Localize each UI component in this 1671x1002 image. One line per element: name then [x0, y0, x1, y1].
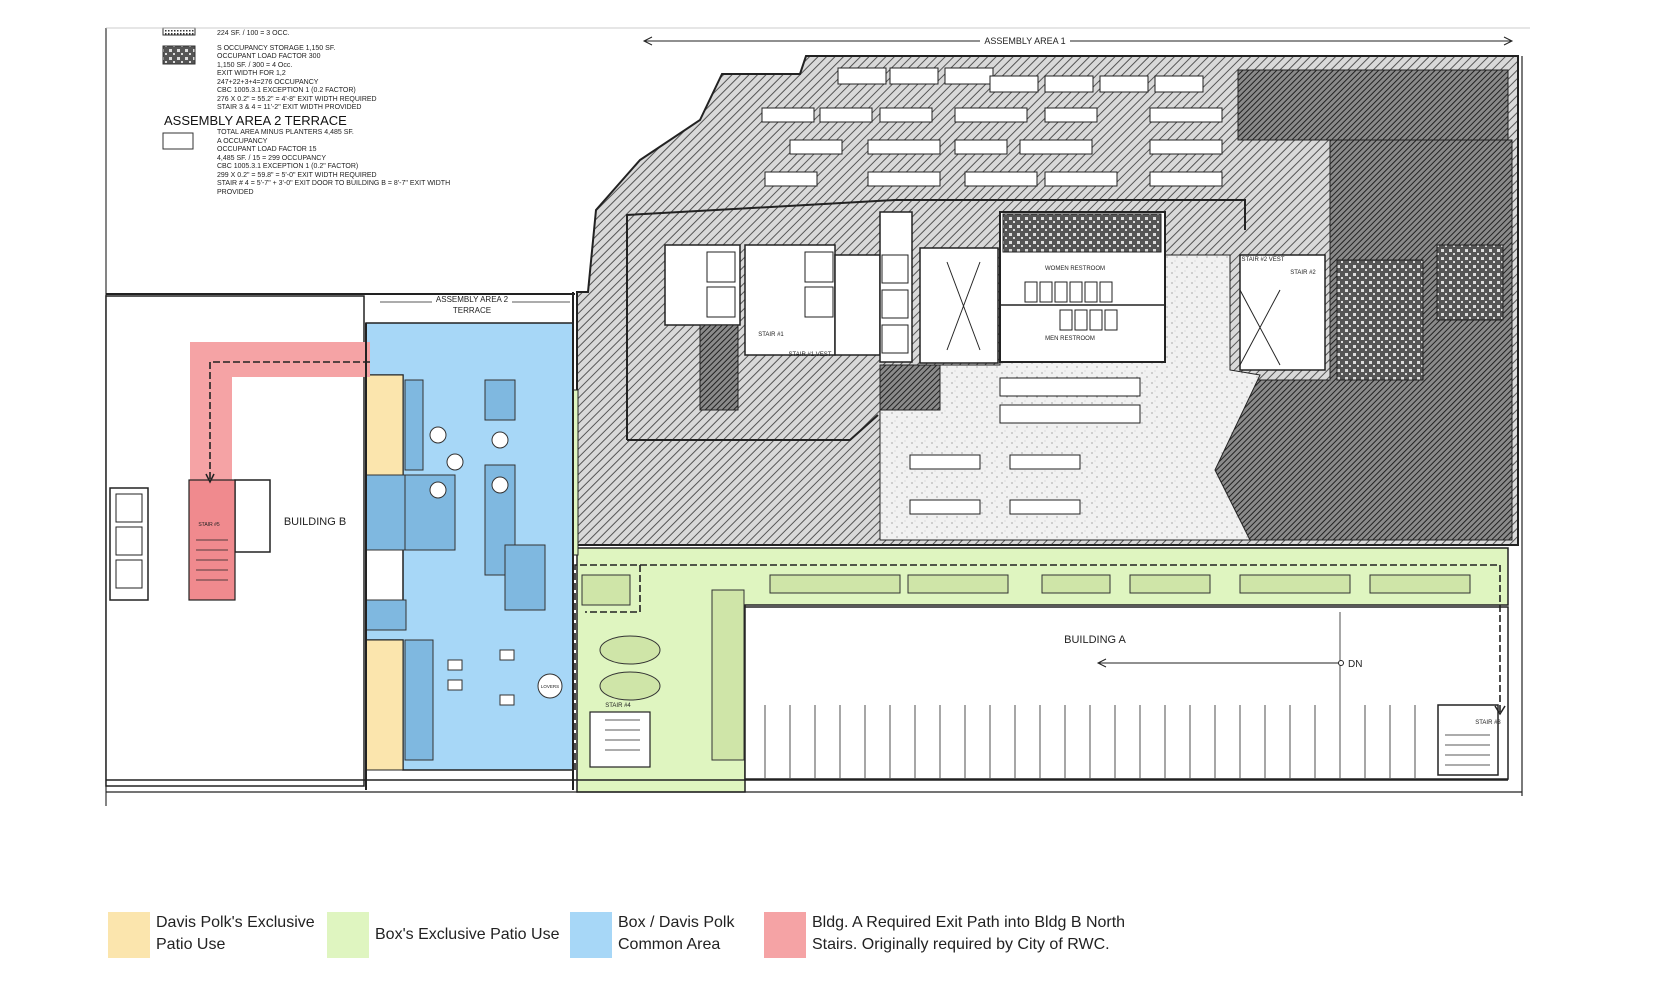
corner-dark-zone: [1237, 69, 1509, 141]
lovers-label: LOVERS: [541, 684, 559, 689]
planters: [581, 574, 1471, 761]
lounge-furniture: [909, 377, 1141, 515]
note-line: STAIR # 4 = 5'-7" + 3'-0" EXIT DOOR TO B…: [217, 180, 451, 187]
building-b-label: BUILDING B: [284, 516, 346, 528]
building-a-lower: [744, 606, 1509, 780]
stair-2-label: STAIR #2: [1290, 270, 1316, 276]
required-exit-path: STAIR #5: [188, 342, 370, 601]
note-line: OCCUPANT LOAD FACTOR 15: [217, 146, 317, 153]
terrace-notes: TOTAL AREA MINUS PLANTERS 4,485 SF. A OC…: [217, 129, 450, 197]
stair-1-label: STAIR #1: [758, 332, 784, 338]
legend-label: Box / Davis Polk Common Area: [618, 914, 735, 953]
note-line: OCCUPANT LOAD FACTOR 300: [217, 53, 321, 60]
legend-item-box-exclusive: Box's Exclusive Patio Use: [327, 912, 559, 958]
note-line: 224 SF. / 100 = 3 OCC.: [217, 30, 290, 37]
dn-label: DN: [1348, 659, 1362, 670]
building-a-label: BUILDING A: [1064, 634, 1126, 646]
women-restroom-label: WOMEN RESTROOM: [1045, 266, 1105, 272]
stair-5-label: STAIR #5: [198, 522, 220, 528]
stair-1-vest-label: STAIR #1 VEST: [789, 352, 832, 358]
legend-item-required-exit-path: Bldg. A Required Exit Path into Bldg B N…: [764, 912, 1125, 958]
note-line: EXIT WIDTH FOR 1,2: [217, 70, 286, 77]
storage-symbol: [162, 45, 196, 65]
note-line: 299 X 0.2" = 59.8" = 5'-0" EXIT WIDTH RE…: [217, 171, 377, 179]
stair-4-box: [589, 711, 651, 768]
note-line: A OCCUPANCY: [217, 137, 268, 145]
grid-zone-1: [1336, 259, 1424, 381]
storage-notes: 224 SF. / 100 = 3 OCC. S OCCUPANCY STORA…: [217, 30, 377, 113]
legend: Davis Polk's Exclusive Patio Use Box's E…: [0, 912, 1671, 972]
note-line: 1,150 SF. / 300 = 4 Occ.: [217, 61, 293, 69]
note-line: STAIR 3 & 4 = 11'-2" EXIT WIDTH PROVIDED: [217, 104, 362, 111]
restroom-stalls: [1024, 281, 1118, 331]
workstation-furniture: [761, 67, 1223, 187]
note-line: 247+22+3+4=276 OCCUPANCY: [217, 78, 319, 86]
floor-plan: ASSEMBLY AREA 1 WOMEN RESTROOM MEN RESTR…: [105, 27, 1530, 806]
stair-3-label: STAIR #3: [1475, 720, 1501, 726]
legend-item-davis-polk-exclusive: Davis Polk's Exclusive Patio Use: [108, 912, 315, 958]
stair-3-box: [1437, 704, 1499, 776]
note-line: 4,485 SF. / 15 = 299 OCCUPANCY: [217, 154, 327, 162]
common-area-tables: [429, 426, 515, 706]
note-line: CBC 1005.3.1 EXCEPTION 1 (0.2 FACTOR): [217, 87, 356, 94]
terrace-heading: ASSEMBLY AREA 2 TERRACE: [164, 113, 347, 128]
storage-symbol-small: [162, 27, 196, 36]
terrace-label: TERRACE: [453, 306, 491, 315]
note-line: 276 X 0.2" = 55.2" = 4'-8" EXIT WIDTH RE…: [217, 95, 377, 103]
grid-zone-2: [1436, 244, 1504, 321]
legend-item-common-area: Box / Davis Polk Common Area: [570, 912, 734, 958]
terrace-symbol: [162, 132, 194, 150]
note-line: PROVIDED: [217, 188, 254, 196]
legend-label: Davis Polk's Exclusive Patio Use: [156, 914, 315, 953]
legend-swatch-green: [327, 912, 369, 958]
davis-polk-patio-lower: [365, 639, 404, 771]
legend-swatch-yellow: [108, 912, 150, 958]
note-line: CBC 1005.3.1 EXCEPTION 1 (0.2" FACTOR): [217, 163, 359, 170]
note-line: S OCCUPANCY STORAGE 1,150 SF.: [217, 44, 336, 52]
legend-swatch-blue: [570, 912, 612, 958]
davis-polk-patio-upper: [365, 374, 404, 476]
legend-label: Bldg. A Required Exit Path into Bldg B N…: [812, 914, 1126, 953]
legend-label: Box's Exclusive Patio Use: [375, 926, 560, 943]
parking-stalls: [764, 612, 1416, 778]
legend-swatch-red: [764, 912, 806, 958]
common-area-planters: [365, 379, 546, 761]
stair-4-label: STAIR #4: [605, 703, 631, 709]
assembly-area-1-label: ASSEMBLY AREA 1: [984, 36, 1065, 46]
assembly-area-1-dimension: ASSEMBLY AREA 1: [642, 36, 1514, 46]
stair-2-vest-label: STAIR #2 VEST: [1242, 257, 1285, 263]
note-line: TOTAL AREA MINUS PLANTERS 4,485 SF.: [217, 129, 354, 136]
assembly-area-2-label: ASSEMBLY AREA 2: [436, 295, 509, 304]
men-restroom-label: MEN RESTROOM: [1045, 336, 1095, 342]
